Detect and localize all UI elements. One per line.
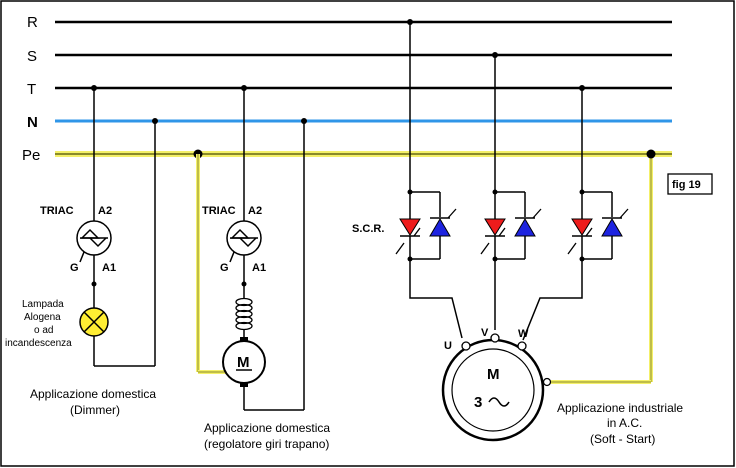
terminal-v-label: V [481, 327, 489, 339]
fig-label-box [667, 173, 713, 195]
lamp-label-4: incandescenza [5, 338, 72, 349]
lamp-label-1: Lampada [22, 299, 64, 310]
drill-a1-label: A1 [252, 262, 266, 274]
drill-motor-label: M [237, 354, 250, 371]
bus-label-pe: Pe [22, 147, 40, 164]
dimmer-a1-label: A1 [102, 262, 116, 274]
dimmer-caption-1: Applicazione domestica [30, 387, 156, 401]
lamp-label-2: Alogena [24, 312, 61, 323]
bus-label-s: S [27, 48, 37, 65]
motor-m-label: M [487, 366, 500, 383]
drill-caption-1: Applicazione domestica [204, 421, 330, 435]
drill-caption-2: (regolatore giri trapano) [204, 437, 329, 451]
lamp-label-3: o ad [34, 325, 53, 336]
industrial-circuit [395, 19, 656, 442]
scr-label: S.C.R. [352, 223, 384, 235]
drill-circuit [193, 85, 307, 411]
motor-phase-label: 3 [474, 394, 482, 411]
scr-pair-v [480, 189, 542, 262]
bus-label-r: R [27, 14, 38, 31]
dimmer-a2-label: A2 [98, 205, 112, 217]
scr-pair-w [567, 189, 629, 262]
industrial-caption-1: Applicazione industriale [557, 401, 683, 415]
terminal-u-label: U [444, 340, 452, 352]
dimmer-g-label: G [70, 262, 79, 274]
ac-wave-icon [488, 397, 510, 407]
fig-label: fig 19 [672, 179, 701, 191]
bus-label-n: N [27, 114, 38, 131]
industrial-motor-icon [441, 338, 545, 442]
scr-pair-u [395, 189, 457, 262]
drill-triac-label: TRIAC [202, 205, 236, 217]
industrial-caption-3: (Soft - Start) [590, 432, 655, 446]
dimmer-circuit [76, 85, 158, 367]
bus-label-t: T [27, 81, 36, 98]
drill-a2-label: A2 [248, 205, 262, 217]
industrial-caption-2: in A.C. [607, 416, 642, 430]
dimmer-caption-2: (Dimmer) [70, 403, 120, 417]
coil-icon [235, 297, 253, 331]
dimmer-triac-label: TRIAC [40, 205, 74, 217]
terminal-w-label: W [518, 328, 529, 340]
drill-g-label: G [220, 262, 229, 274]
